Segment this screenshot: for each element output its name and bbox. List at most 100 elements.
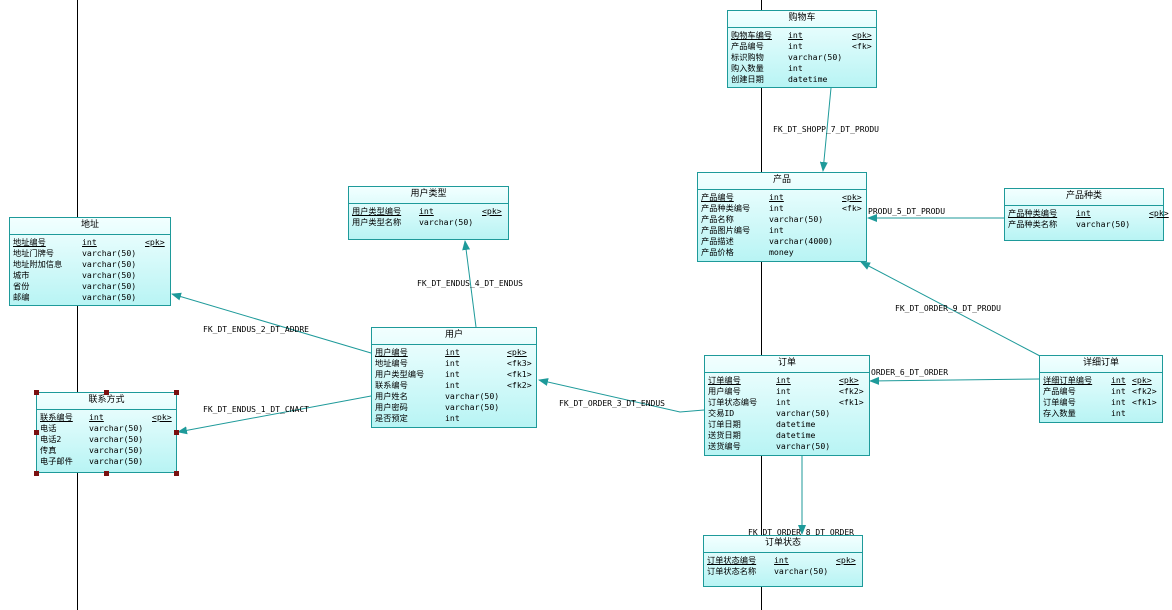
relation-label-endus-2[interactable]: FK_DT_ENDUS_2_DT_ADDRE [203, 325, 309, 334]
attribute-key: <pk> [482, 206, 502, 216]
selection-handle[interactable] [34, 430, 39, 435]
attribute-key: <pk> [1149, 208, 1169, 218]
relation-label-shopp-produ[interactable]: FK_DT_SHOPP_7_DT_PRODU [773, 125, 879, 134]
relation-line-order-9[interactable] [860, 261, 1041, 357]
selection-handle[interactable] [174, 430, 179, 435]
relation-label-produ-5[interactable]: PRODU_5_DT_PRODU [868, 207, 946, 216]
relation-label-endus-4[interactable]: FK_DT_ENDUS_4_DT_ENDUS [417, 279, 523, 288]
attribute-name: 用户姓名 [375, 391, 408, 401]
selection-handle[interactable] [34, 471, 39, 476]
attribute-type: int [445, 369, 460, 379]
attribute-name: 订单状态编号 [707, 555, 757, 565]
relation-line-order-3[interactable] [538, 378, 705, 413]
relation-label-endus-1[interactable]: FK_DT_ENDUS_1_DT_CNACT [203, 405, 309, 414]
attribute-row[interactable]: 购入数量 int [731, 63, 873, 74]
attribute-type: int [788, 30, 803, 40]
selection-handle[interactable] [34, 390, 39, 395]
relation-line-endus-2[interactable] [171, 292, 372, 354]
attribute-key: <fk2> [1132, 386, 1157, 396]
relation-label-order-3[interactable]: FK_DT_ORDER_3_DT_ENDUS [559, 399, 665, 408]
attribute-type: varchar(50) [89, 434, 144, 444]
attribute-type: int [769, 225, 784, 235]
relation-label-order-8[interactable]: FK_DT_ORDER_8_DT_ORDER [748, 528, 854, 537]
attribute-type: varchar(50) [89, 423, 144, 433]
attribute-key: <fk1> [507, 369, 532, 379]
attribute-name: 电话 [40, 423, 57, 433]
attribute-name: 产品编号 [1043, 386, 1076, 396]
attribute-name: 购入数量 [731, 63, 764, 73]
relation-label-order-6[interactable]: ORDER_6_DT_ORDER [871, 368, 949, 377]
selection-handle[interactable] [104, 471, 109, 476]
relation-line-order-6[interactable] [869, 376, 1041, 385]
selection-handle[interactable] [104, 390, 109, 395]
attribute-row[interactable]: 电话 varchar(50) [40, 423, 173, 434]
relation-line-endus-4[interactable] [462, 240, 477, 328]
attribute-type: varchar(50) [419, 217, 474, 227]
relation-line-endus-1[interactable] [177, 395, 372, 435]
entity-title: 产品 [698, 173, 866, 190]
selection-handle[interactable] [174, 471, 179, 476]
relation-label-order-9[interactable]: FK_DT_ORDER_9_DT_PRODU [895, 304, 1001, 313]
attribute-type: varchar(50) [89, 445, 144, 455]
relation-line-shopp-produ[interactable] [819, 87, 832, 172]
attribute-type: int [788, 63, 803, 73]
selection-handle[interactable] [174, 390, 179, 395]
